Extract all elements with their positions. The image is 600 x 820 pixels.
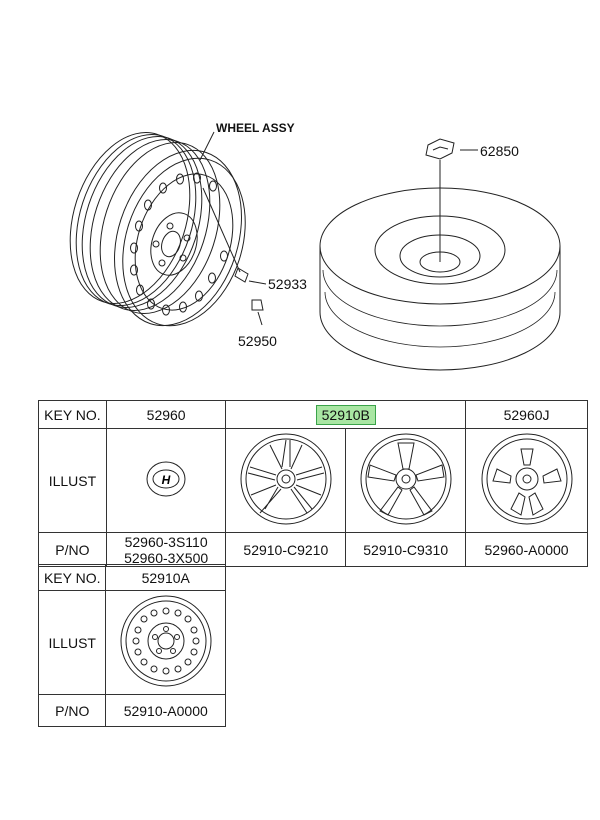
- svg-text:H: H: [162, 473, 171, 487]
- illust-cell: H: [105, 428, 227, 533]
- pno-value: 52960-3X500: [124, 549, 209, 566]
- key-no-cell: 52960: [105, 400, 227, 429]
- callout-52933[interactable]: 52933: [268, 276, 307, 292]
- parts-table-2: KEY NO. 52910A ILLUST: [37, 564, 226, 727]
- pno-cell: 52910-C9310: [345, 532, 467, 567]
- pno-cell: 52960-A0000: [465, 532, 588, 567]
- illust-header: ILLUST: [38, 428, 107, 533]
- illust-cell: [105, 590, 226, 695]
- pno-header: P/NO: [38, 532, 107, 567]
- pno-value: 52960-3S110: [124, 533, 208, 550]
- key-no-header: KEY NO.: [38, 400, 107, 429]
- steel-wheel-icon: [120, 595, 212, 687]
- key-highlight[interactable]: 52910B: [315, 404, 376, 425]
- steel-wheel-drawing: [69, 132, 249, 327]
- illust-header: ILLUST: [37, 590, 107, 695]
- key-no-cell-highlighted[interactable]: 52910B: [225, 400, 467, 429]
- balance-weight-drawing: [251, 299, 264, 311]
- callout-62850[interactable]: 62850: [480, 143, 519, 159]
- key-no-header: KEY NO.: [37, 564, 107, 591]
- alloy-wheel-c9310-icon: [360, 433, 452, 525]
- wheel-cover-icon: [481, 433, 573, 525]
- parts-table-1: KEY NO. 52960 52910B 52960J ILLUST H: [38, 400, 588, 567]
- hold-down-nut-drawing: [425, 138, 478, 160]
- illust-cell: [225, 428, 347, 533]
- exploded-wheel-diagram: [69, 131, 561, 371]
- pno-cell: 52960-3S110 52960-3X500: [105, 532, 227, 567]
- callout-52950[interactable]: 52950: [238, 333, 277, 349]
- pno-cell: 52910-A0000: [105, 694, 226, 727]
- key-no-cell: 52960J: [465, 400, 588, 429]
- pno-cell: 52910-C9210: [225, 532, 347, 567]
- key-no-cell: 52910A: [105, 564, 226, 591]
- alloy-wheel-c9210-icon: [240, 433, 332, 525]
- wheel-assy-label: WHEEL ASSY: [216, 121, 295, 135]
- illust-cell: [345, 428, 467, 533]
- hub-cap-emblem-icon: H: [146, 461, 186, 497]
- illust-cell: [465, 428, 588, 533]
- spare-tire-drawing: [319, 160, 561, 371]
- pno-header: P/NO: [37, 694, 107, 727]
